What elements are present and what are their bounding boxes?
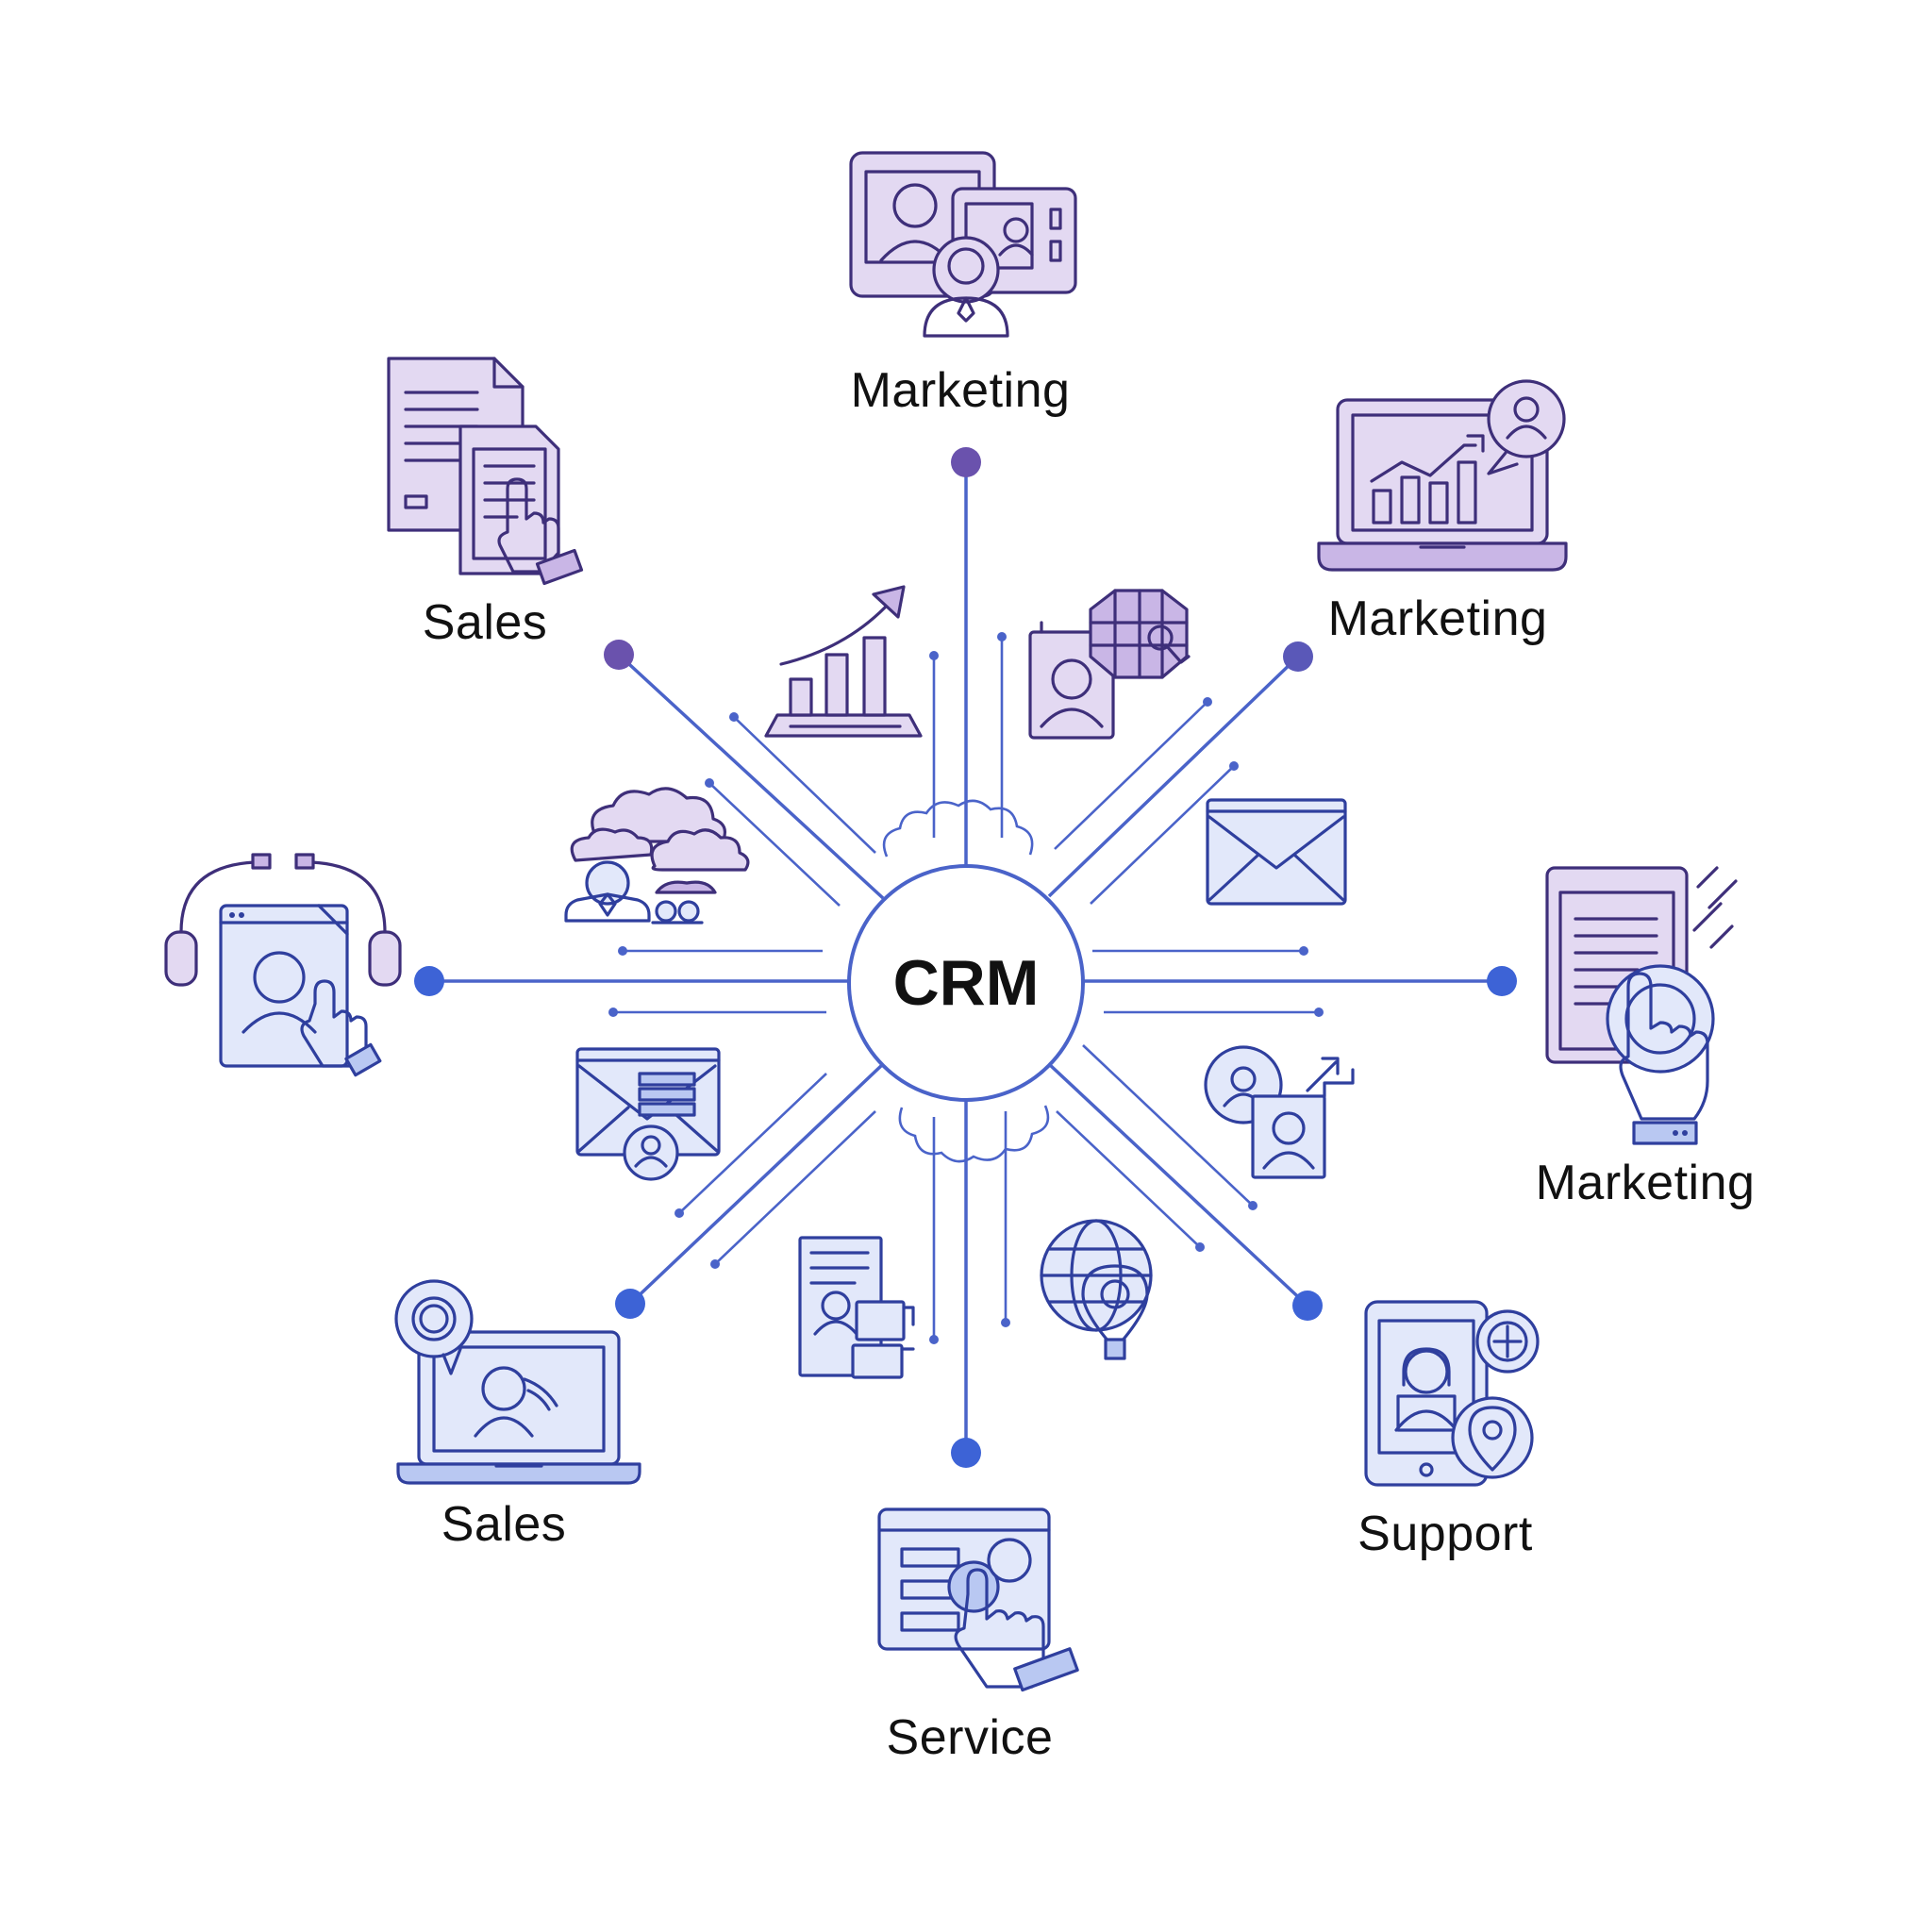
endpoint-dot-bottom-right <box>1292 1291 1323 1321</box>
node-label-top-left: Sales <box>422 595 548 650</box>
node-label-bottom-right: Support <box>1357 1507 1533 1561</box>
email-icon <box>1206 798 1347 906</box>
spoke-bottom-left <box>628 1062 885 1306</box>
mobile-location-icon <box>1364 1300 1540 1487</box>
spoke-bottom-right <box>1047 1062 1309 1307</box>
node-label-top-right: Marketing <box>1327 591 1548 646</box>
team-cloud-icon <box>564 787 750 924</box>
endpoint-dot-bottom <box>951 1438 981 1468</box>
spokes <box>429 462 1502 1453</box>
laptop-growth-chart-icon <box>1317 379 1568 572</box>
documents-touch-icon <box>387 357 584 586</box>
endpoint-dot-bottom-left <box>615 1289 645 1319</box>
crm-hub-circle <box>847 864 1085 1102</box>
endpoint-dots <box>414 447 1517 1468</box>
global-location-icon <box>1040 1219 1153 1360</box>
node-label-bottom-left: Sales <box>441 1497 567 1552</box>
spoke-top-right <box>1047 655 1300 898</box>
crm-center-label: CRM <box>892 947 1040 1019</box>
laptop-chat-icon <box>394 1279 641 1485</box>
node-label-bottom: Service <box>886 1710 1054 1765</box>
crm-hub <box>847 799 1085 1163</box>
endpoint-dot-top <box>951 447 981 477</box>
profile-grid-icon <box>1028 589 1191 740</box>
endpoint-dot-top-right <box>1283 641 1313 672</box>
endpoint-dot-right <box>1487 966 1517 996</box>
node-label-top: Marketing <box>850 363 1071 418</box>
video-conference-icon <box>849 151 1077 338</box>
node-label-right: Marketing <box>1535 1156 1756 1210</box>
endpoint-dot-top-left <box>604 640 634 670</box>
headset-profile-icon <box>164 853 402 1077</box>
web-form-touch-icon <box>877 1507 1079 1692</box>
share-profile-icon <box>1204 1045 1355 1179</box>
endpoint-dot-left <box>414 966 444 996</box>
spoke-top-left <box>617 653 885 900</box>
email-contact-icon <box>575 1047 721 1181</box>
contact-documents-icon <box>798 1236 915 1379</box>
growth-chart-icon <box>764 585 923 738</box>
document-touch-icon <box>1545 866 1738 1145</box>
